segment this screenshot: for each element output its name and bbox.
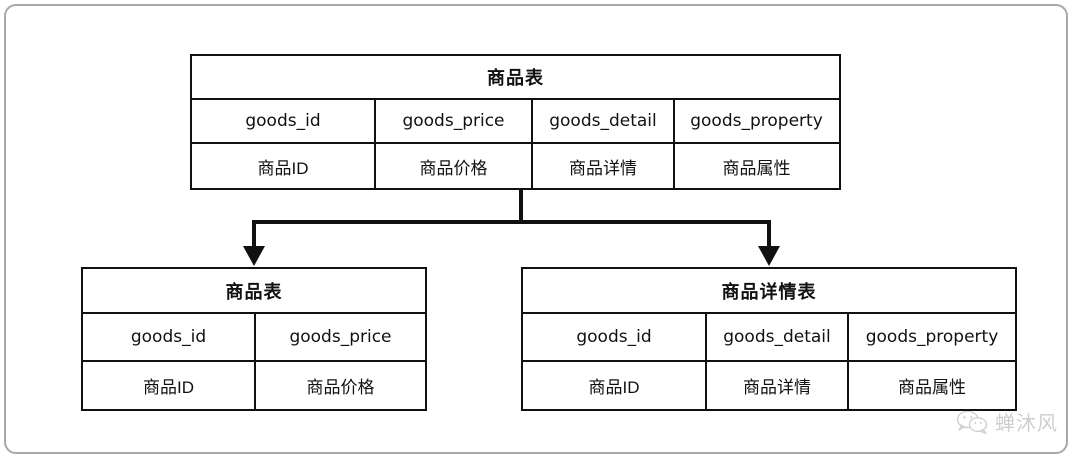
watermark-text: 蝉沐风 [995,413,1058,435]
split-right-field-goods-id: goods_id [523,314,707,360]
split-left-table-title: 商品表 [83,269,425,315]
source-table-desc-row: 商品ID 商品价格 商品详情 商品属性 [192,144,839,188]
split-left-field-goods-price: goods_price [289,327,392,348]
source-field-goods-property: goods_property [690,111,823,131]
source-desc-goods-price: 商品价格 [376,144,533,188]
split-right-desc-goods-id: 商品ID [523,361,707,409]
split-right-desc-row: 商品ID 商品详情 商品属性 [523,361,1015,409]
split-left-field-goods-id: goods_id [83,314,256,360]
split-left-desc-goods-price: 商品价格 [306,377,375,397]
split-table-goods-detail: 商品详情表 goods_id goods_detail goods_proper… [521,267,1017,411]
source-field-goods-id: goods_id [192,100,376,142]
split-right-desc-goods-property: 商品属性 [898,377,966,397]
source-desc-goods-id: 商品ID [192,144,376,188]
split-right-field-goods-property: goods_property [865,327,999,348]
source-field-goods-detail: goods_detail [533,100,675,142]
source-desc-goods-property: 商品属性 [722,158,791,178]
source-table-goods: 商品表 goods_id goods_price goods_detail go… [190,54,841,190]
wechat-icon [956,410,988,434]
source-field-goods-price: goods_price [376,100,533,142]
split-left-field-row: goods_id goods_price [83,314,425,362]
split-left-desc-row: 商品ID 商品价格 [83,361,425,409]
split-right-desc-goods-detail: 商品详情 [707,361,849,409]
split-left-desc-goods-id: 商品ID [83,361,256,409]
split-right-field-goods-detail: goods_detail [707,314,849,360]
source-table-field-row: goods_id goods_price goods_detail goods_… [192,100,839,144]
source-table-title: 商品表 [192,56,839,100]
source-desc-goods-detail: 商品详情 [533,144,675,188]
split-table-goods: 商品表 goods_id goods_price 商品ID 商品价格 [81,267,427,411]
split-right-field-row: goods_id goods_detail goods_property [523,314,1015,362]
watermark: 蝉沐风 [955,407,1058,436]
split-right-table-title: 商品详情表 [523,269,1015,315]
